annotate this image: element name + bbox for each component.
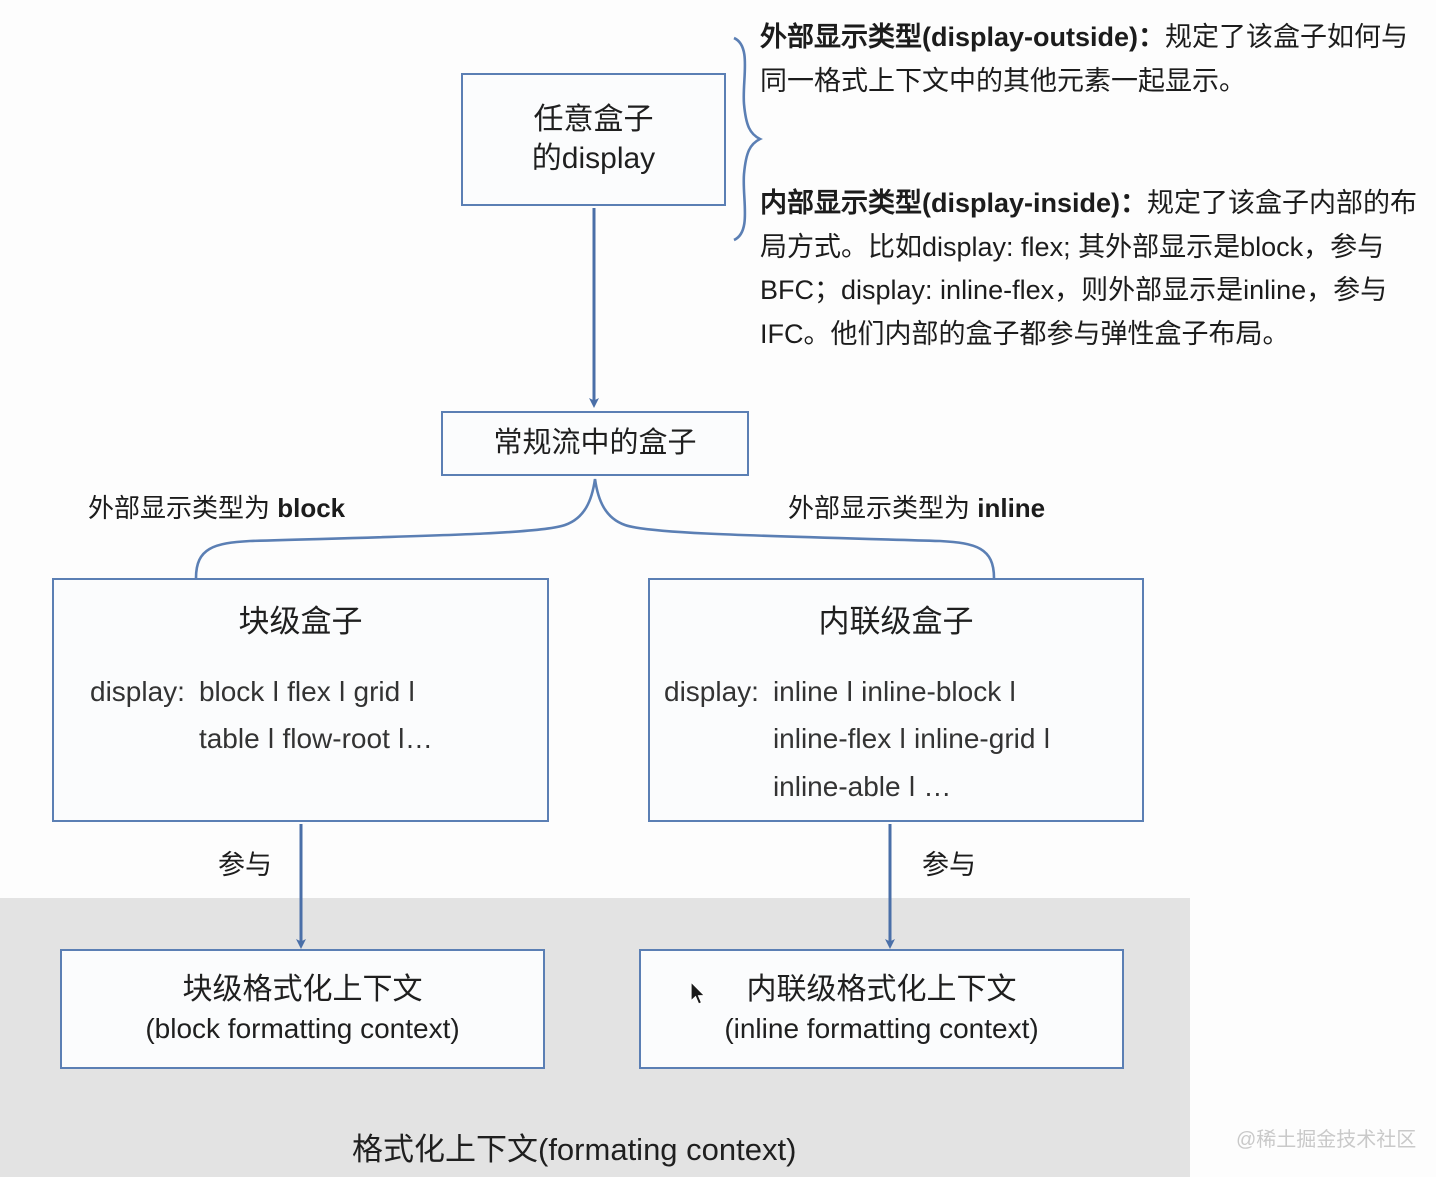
- edge-label-block-value: block: [277, 493, 346, 523]
- node-block-box-title: 块级盒子: [238, 604, 363, 639]
- brace-right-of-any-box: [733, 36, 763, 242]
- node-inline-formatting-context: 内联级格式化上下文 (inline formatting context): [639, 949, 1124, 1069]
- edge-label-block-branch: 外部显示类型为 block: [88, 488, 345, 525]
- note-display-outside: 外部显示类型(display-outside)：规定了该盒子如何与同一格式上下文…: [760, 16, 1428, 103]
- node-normal-flow-box: 常规流中的盒子: [441, 411, 749, 476]
- mouse-cursor-icon: [690, 981, 706, 1005]
- note-display-outside-body: 规定了该盒子如何与同一格式上下文中的其他元素一起显示。: [760, 22, 1409, 96]
- edge-label-inline-prefix: 外部显示类型为: [788, 493, 978, 523]
- block-box-display-key: display:: [90, 675, 185, 707]
- inline-box-display-line: display: inline ǀ inline-block ǀ inline-…: [650, 668, 1142, 811]
- edge-label-participate-right: 参与: [922, 850, 976, 880]
- bfc-label-cn: 块级格式化上下文: [182, 973, 423, 1007]
- note-display-inside-head: 内部显示类型(display-inside)：: [760, 188, 1148, 218]
- edge-label-inline-value: inline: [977, 493, 1046, 523]
- bfc-label-en: (block formatting context): [145, 1013, 460, 1045]
- edge-label-block-prefix: 外部显示类型为: [88, 493, 278, 523]
- inline-box-display-key: display:: [664, 675, 759, 707]
- node-block-level-box: 块级盒子 display: block ǀ flex ǀ grid ǀ tabl…: [52, 578, 549, 822]
- ifc-label-en: (inline formatting context): [724, 1013, 1039, 1045]
- block-box-display-line: display: block ǀ flex ǀ grid ǀ table ǀ f…: [54, 668, 547, 763]
- note-display-inside: 内部显示类型(display-inside)：规定了该盒子内部的布局方式。比如d…: [760, 182, 1428, 357]
- note-display-inside-body: 规定了该盒子内部的布局方式。比如display: flex; 其外部显示是blo…: [760, 188, 1418, 350]
- formatting-context-caption: 格式化上下文(formating context): [352, 1132, 797, 1167]
- node-block-formatting-context: 块级格式化上下文 (block formatting context): [60, 949, 545, 1069]
- watermark-text: @稀土掘金技术社区: [1236, 1129, 1417, 1151]
- block-box-display-values: block ǀ flex ǀ grid ǀ table ǀ flow-root …: [198, 675, 433, 755]
- node-inline-level-box: 内联级盒子 display: inline ǀ inline-block ǀ i…: [648, 578, 1144, 822]
- node-normal-flow-label: 常规流中的盒子: [493, 426, 697, 459]
- ifc-label-cn: 内联级格式化上下文: [746, 973, 1017, 1007]
- note-display-outside-head: 外部显示类型(display-outside)：: [760, 22, 1166, 52]
- edge-label-inline-branch: 外部显示类型为 inline: [788, 488, 1045, 525]
- edge-label-participate-left: 参与: [218, 850, 272, 880]
- inline-box-display-values: inline ǀ inline-block ǀ inline-flex ǀ in…: [772, 675, 1051, 802]
- node-any-box-label: 任意盒子 的display: [531, 103, 656, 175]
- node-any-box-display: 任意盒子 的display: [461, 73, 726, 206]
- node-inline-box-title: 内联级盒子: [818, 604, 974, 639]
